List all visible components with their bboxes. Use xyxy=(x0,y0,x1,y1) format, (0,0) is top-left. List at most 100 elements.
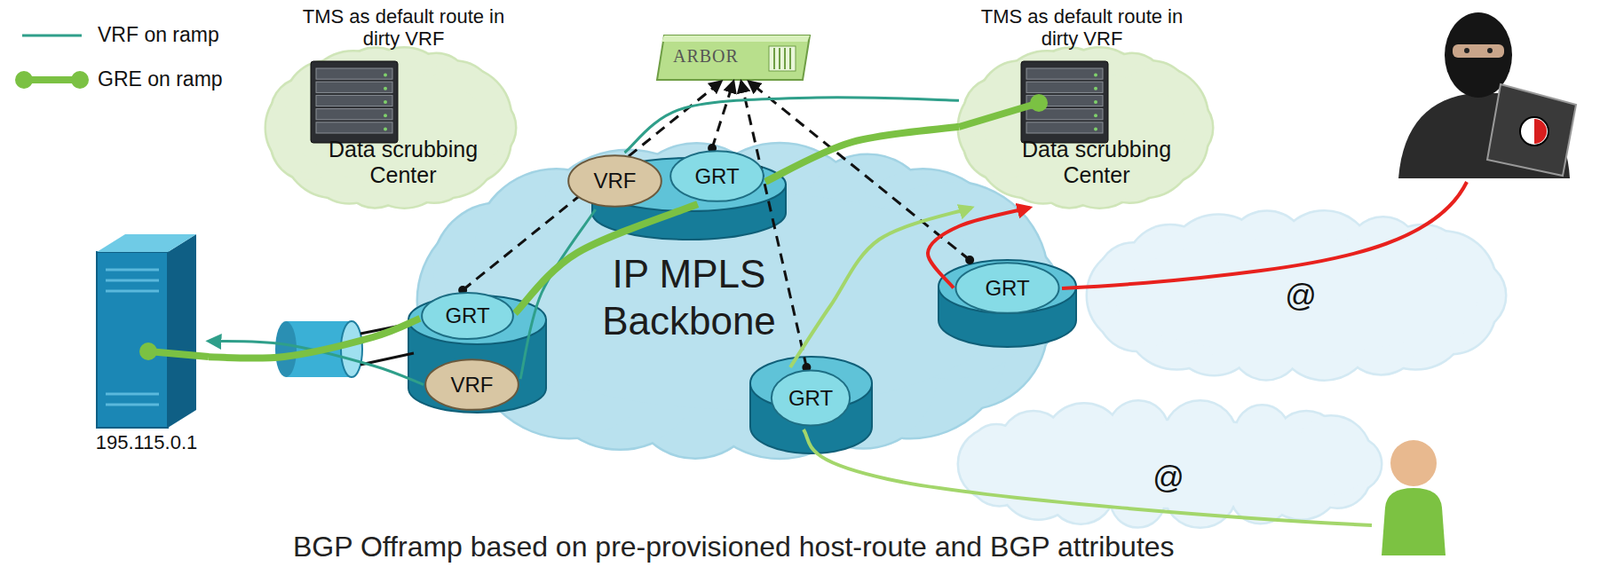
drawing-part xyxy=(978,420,1362,508)
node-label: GRT xyxy=(444,303,490,329)
node-label: ARBOR xyxy=(673,46,762,67)
drawing-part xyxy=(167,234,197,428)
text-holder: GRT xyxy=(769,367,852,429)
connector xyxy=(712,81,734,149)
text-holder: GRT xyxy=(419,290,515,342)
server-shape xyxy=(84,232,209,460)
drawing-part xyxy=(1021,61,1109,143)
arbor-device: ARBOR xyxy=(655,33,812,82)
grt-ellipse: GRT xyxy=(419,290,515,342)
text-holder: ARBOR xyxy=(673,46,762,67)
drawing-part xyxy=(96,252,168,428)
text-holder: TMS as default route in dirty VRF xyxy=(977,5,1187,51)
drawing-part xyxy=(958,401,1381,527)
grt-ellipse: GRT xyxy=(769,367,852,429)
drawing-part xyxy=(383,87,388,91)
node-label: VRF xyxy=(594,168,637,194)
user-body xyxy=(1381,488,1446,556)
text-holder: VRF xyxy=(566,152,664,210)
text-holder: @ xyxy=(1137,459,1200,496)
text-holder: VRF on ramp xyxy=(97,23,220,47)
text-holder: Data scrubbing Center xyxy=(305,136,501,189)
tunnel-end xyxy=(275,321,297,378)
hacker-eye xyxy=(1487,47,1493,54)
hacker-eye xyxy=(1464,47,1470,54)
drawing-part xyxy=(310,61,398,143)
drawing-part xyxy=(71,71,89,89)
drawing-part xyxy=(771,370,850,426)
drawing-part xyxy=(670,150,764,202)
text-holder: GRE on ramp xyxy=(97,67,223,91)
connector-dot xyxy=(965,255,975,265)
drawing-part xyxy=(316,109,393,120)
drawing-part xyxy=(316,68,393,80)
node-heading: TMS as default route in dirty VRF xyxy=(299,5,508,51)
connector xyxy=(208,340,424,385)
server: 195.115.0.1 xyxy=(84,232,209,460)
drawing-part xyxy=(148,351,209,357)
drawing-part xyxy=(96,234,197,253)
drawing-part xyxy=(1114,237,1480,355)
drawing-part xyxy=(383,100,388,104)
node-label: @ xyxy=(1137,459,1200,496)
hacker-eyes xyxy=(1452,44,1505,58)
backbone-cloud: IP MPLS BackboneVRFGRTGRTVRFGRTGRT xyxy=(418,142,1062,460)
drawing-part xyxy=(310,61,398,143)
drawing-part xyxy=(1093,73,1098,78)
drawing-part xyxy=(105,269,159,405)
node-label: IP MPLS Backbone xyxy=(564,251,814,346)
user-head xyxy=(1390,440,1437,487)
drawing-part xyxy=(568,155,662,207)
tunnel-end xyxy=(340,321,363,378)
drawing-part xyxy=(978,420,1362,508)
drawing-part xyxy=(938,260,1077,314)
drawing-part xyxy=(383,73,388,78)
legend-text: GRE on ramp xyxy=(97,67,223,91)
drawing-part xyxy=(1026,122,1103,134)
drawing-part xyxy=(425,359,519,411)
hacker-figure xyxy=(1398,12,1577,179)
drawing-part xyxy=(316,81,393,93)
drawing-part xyxy=(383,113,388,118)
node-label: Data scrubbing Center xyxy=(305,136,501,189)
node-heading: TMS as default route in dirty VRF xyxy=(977,5,1187,51)
drawing-part xyxy=(1093,113,1098,118)
drawing-part xyxy=(955,262,1059,314)
vrf-ellipse: VRF xyxy=(423,356,521,413)
grt-ellipse: GRT xyxy=(953,260,1062,317)
text-holder: 195.115.0.1 xyxy=(84,431,209,454)
drawing-part xyxy=(316,95,393,106)
drawing-part xyxy=(96,234,209,428)
node-label: VRF xyxy=(451,372,494,398)
drawing-part xyxy=(1087,212,1505,381)
internet-cloud: @ xyxy=(958,401,1381,528)
legend-sample xyxy=(13,66,94,94)
node-label: 195.115.0.1 xyxy=(84,431,209,454)
vrf-ellipse: VRF xyxy=(566,152,664,210)
drawing-part xyxy=(661,35,810,42)
text-holder: BGP Offramp based on pre-provisioned hos… xyxy=(293,530,1175,564)
drawing-part xyxy=(1029,94,1048,112)
drawing-part xyxy=(139,342,158,361)
drawing-part xyxy=(1093,100,1098,104)
node-label: Data scrubbing Center xyxy=(998,136,1195,189)
text-holder: GRT xyxy=(668,148,766,205)
node-label: GRT xyxy=(694,164,739,190)
drawing-part xyxy=(1093,87,1098,91)
drawing-part xyxy=(958,48,1212,208)
drawing-part xyxy=(383,126,388,131)
drawing-part xyxy=(657,35,810,80)
drawing-part xyxy=(15,71,33,89)
laptop xyxy=(1487,84,1577,176)
drawing-part xyxy=(1026,68,1103,80)
legend-sample xyxy=(13,22,94,49)
grt-ellipse: GRT xyxy=(668,148,766,205)
node-label: GRT xyxy=(788,386,833,412)
scrubbing-center: TMS as default route in dirty VRF Data sc… xyxy=(958,5,1212,208)
user-figure xyxy=(1381,440,1446,556)
drawing-part xyxy=(1021,61,1109,143)
legend-text: VRF on ramp xyxy=(97,23,220,47)
laptop-logo xyxy=(1520,117,1549,146)
node-label: @ xyxy=(1269,277,1332,314)
